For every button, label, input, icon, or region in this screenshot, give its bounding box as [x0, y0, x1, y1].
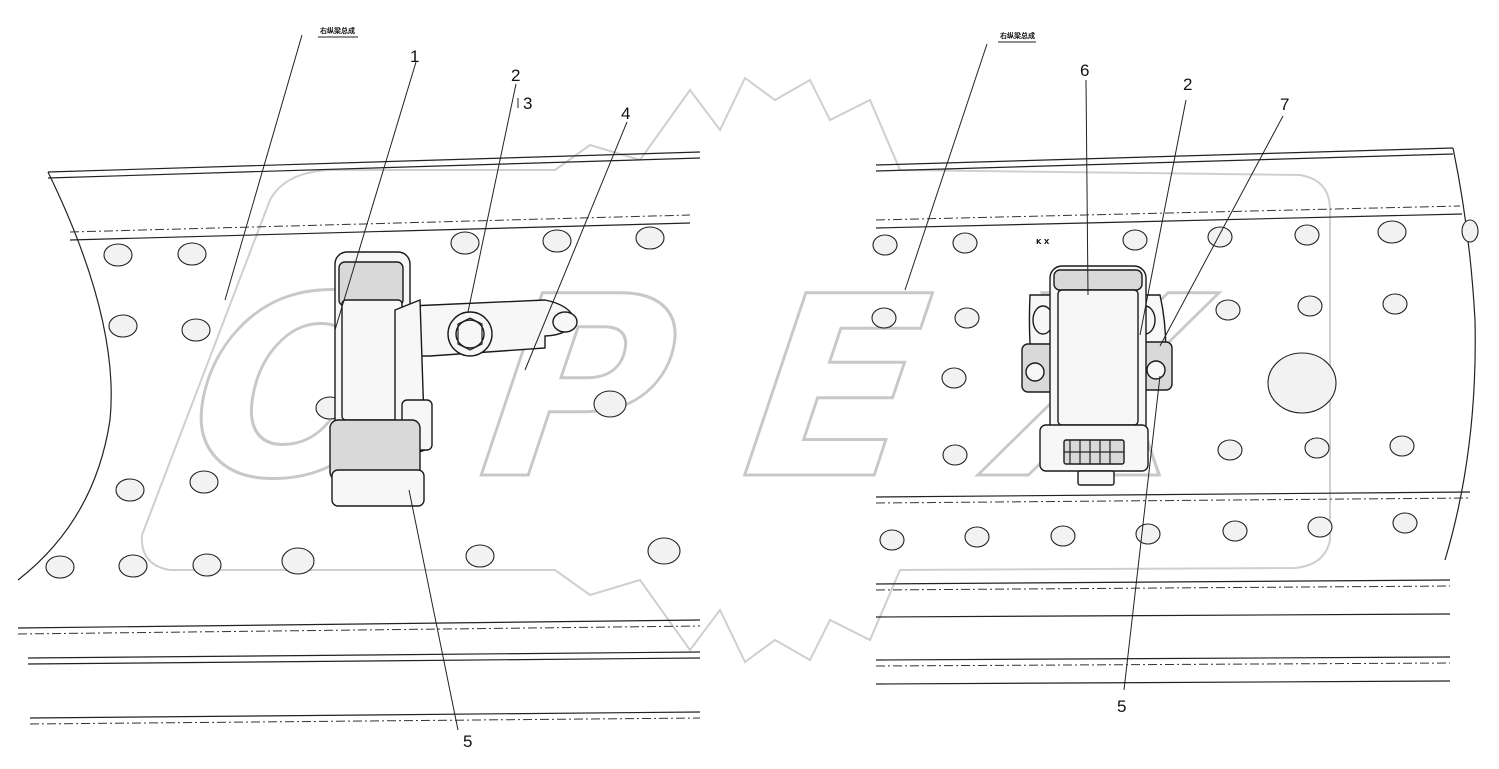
right-sensor-assembly: K X — [1021, 238, 1173, 486]
callout-left-3: 3 — [523, 94, 532, 113]
right-view-note: 右纵梁总成 — [999, 31, 1035, 40]
left-sensor-assembly — [329, 251, 578, 507]
svg-text:K X: K X — [1036, 238, 1050, 246]
callout-left-2: 2 — [511, 66, 520, 85]
left-frame-rail — [17, 151, 701, 725]
right-rail-holes — [871, 219, 1479, 551]
left-bracket-eye — [552, 311, 578, 333]
callout-left-5: 5 — [463, 732, 472, 751]
callout-left-4: 4 — [621, 104, 630, 123]
right-frame-rail — [875, 147, 1476, 685]
right-callout-leaders — [904, 43, 1284, 691]
left-rail-holes — [45, 226, 681, 579]
callout-left-1: 1 — [410, 47, 419, 66]
callout-right-6: 6 — [1080, 61, 1089, 80]
callout-right-5: 5 — [1117, 697, 1126, 716]
left-view-note: 右纵梁总成 — [319, 26, 355, 35]
callout-right-7: 7 — [1280, 95, 1289, 114]
left-callout-leaders — [224, 34, 628, 731]
watermark-gear-outline — [140, 76, 1331, 664]
callout-right-2: 2 — [1183, 75, 1192, 94]
